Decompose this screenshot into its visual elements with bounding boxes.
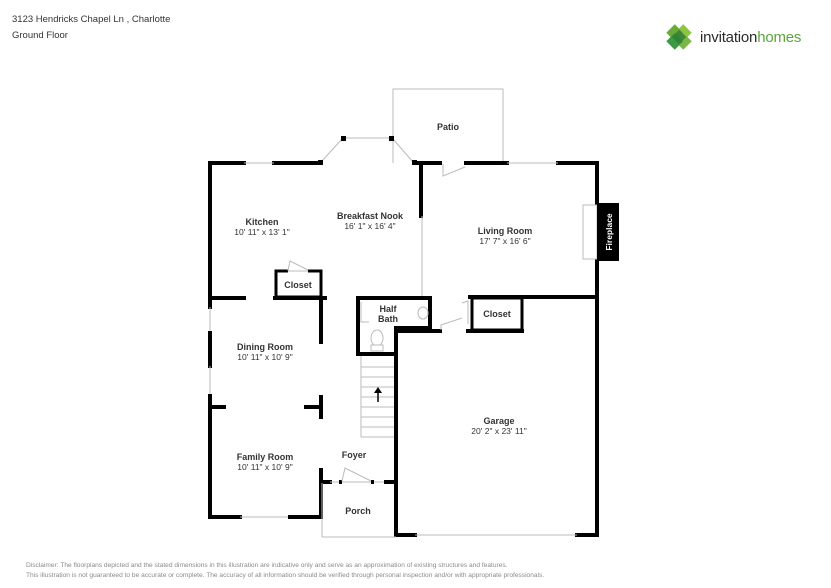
brand-wordmark: invitationhomes: [700, 28, 802, 46]
front-door: [319, 467, 398, 484]
room-label-breakfast-nook: Breakfast Nook: [337, 211, 404, 221]
room-dims-garage: 20' 2" x 23' 11": [471, 426, 526, 436]
brand-logo: invitationhomes: [664, 22, 801, 52]
room-label-garage: Garage: [483, 416, 514, 426]
disclaimer-line-1: Disclaimer: The floorplans depicted and …: [26, 562, 508, 569]
room-label-porch: Porch: [345, 506, 371, 516]
property-address: 3123 Hendricks Chapel Ln , Charlotte: [12, 14, 171, 25]
room-label-dining-room: Dining Room: [237, 342, 293, 352]
room-dims-kitchen: 10' 11" x 13' 1": [234, 227, 289, 237]
room-dims-family-room: 10' 11" x 10' 9": [237, 462, 292, 472]
hall-closet: [440, 296, 524, 332]
room-label-hall-closet: Closet: [483, 309, 511, 319]
patio-outline: [392, 88, 504, 163]
west-walls: [208, 296, 323, 519]
kitchen-closet: [274, 260, 323, 299]
room-label-kitchen: Kitchen: [245, 217, 278, 227]
room-dims-dining-room: 10' 11" x 10' 9": [237, 352, 292, 362]
floor-label: Ground Floor: [12, 30, 68, 41]
fireplace-hearth: [582, 204, 598, 260]
patio-door-swing: [442, 164, 466, 177]
page-header: 3123 Hendricks Chapel Ln , Charlotte Gro…: [12, 12, 170, 44]
half-bath: [356, 296, 432, 356]
exterior-walls: [208, 136, 599, 537]
room-dims-living-room: 17' 7" x 16' 6": [479, 236, 530, 246]
room-label-family-room: Family Room: [237, 452, 294, 462]
clover-diamond-logo-icon: [666, 24, 692, 50]
porch-outline: [321, 483, 396, 538]
room-label-patio: Patio: [437, 122, 460, 132]
room-label-half-bath-1: Half: [379, 304, 397, 314]
fireplace-box: [597, 203, 619, 261]
room-dims-breakfast-nook: 16' 1" x 16' 4": [344, 221, 395, 231]
room-label-foyer: Foyer: [342, 450, 367, 460]
staircase: [360, 356, 395, 438]
disclaimer: Disclaimer: The floorplans depicted and …: [26, 561, 544, 581]
disclaimer-line-2: This illustration is not guaranteed to b…: [26, 572, 545, 579]
room-label-half-bath-2: Bath: [378, 314, 398, 324]
fireplace-label: Fireplace: [604, 213, 614, 251]
room-label-kitchen-closet: Closet: [284, 280, 312, 290]
room-label-living-room: Living Room: [478, 226, 533, 236]
